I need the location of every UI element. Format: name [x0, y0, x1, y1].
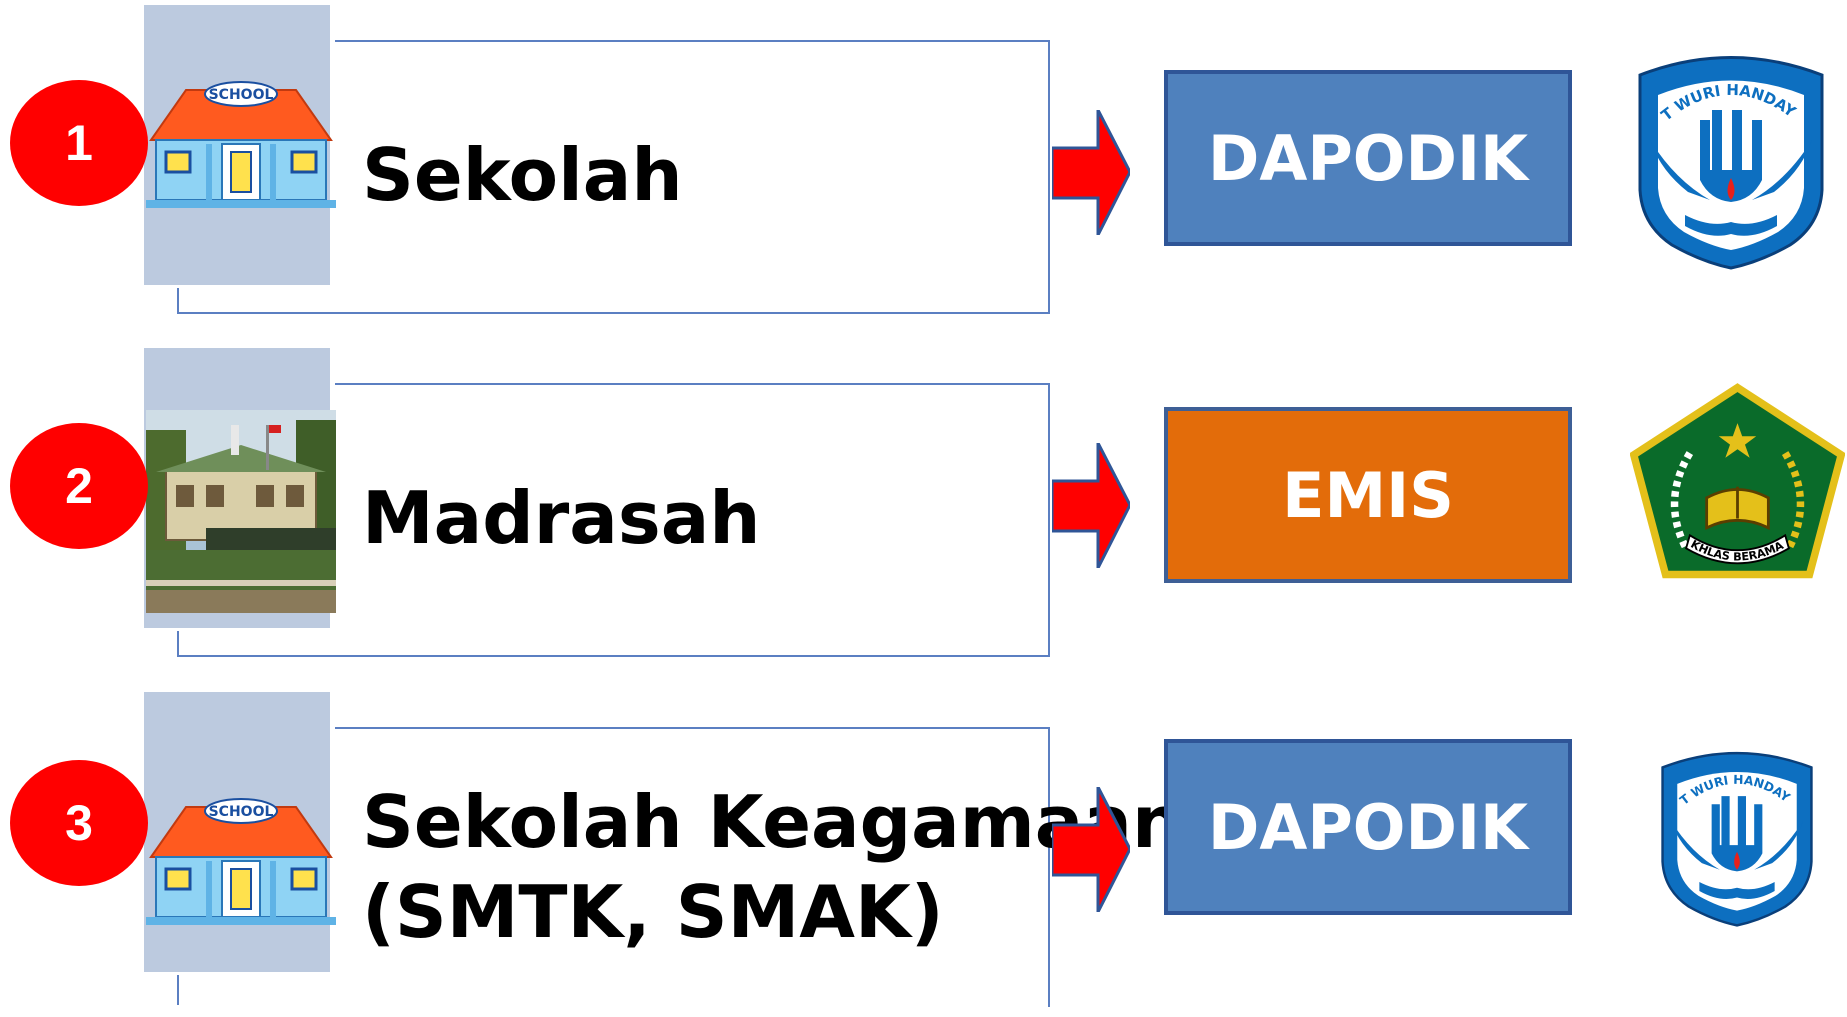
- kementerian-agama-logo: IKHLAS BERAMAL: [1630, 379, 1845, 585]
- tut-wuri-handayani-logo: TUT WURI HANDAYANI: [1620, 50, 1824, 270]
- tut-wuri-handayani-logo: TUT WURI HANDAYANI: [1641, 747, 1813, 927]
- frame-bottom-edge: [177, 655, 1050, 657]
- school-building-icon: [146, 80, 336, 210]
- school-building-icon: [146, 797, 336, 927]
- frame-left-edge: [177, 975, 179, 1005]
- arrow-right-icon: [1052, 110, 1130, 235]
- frame-top-edge: [335, 383, 1050, 385]
- badge-number: 1: [65, 115, 93, 171]
- label-line: (SMTK, SMAK): [362, 870, 944, 954]
- badge-number: 3: [65, 795, 93, 851]
- row-sekolah-keagamaan: 3 Sekolah Keagamaan (SMTK, SMAK) DAPODIK…: [0, 687, 1847, 1017]
- label-line: Sekolah: [362, 133, 683, 217]
- system-box-dapodik: DAPODIK: [1164, 70, 1572, 246]
- frame-right-edge: [1048, 383, 1050, 657]
- system-name: EMIS: [1282, 458, 1454, 532]
- frame-top-edge: [335, 727, 1050, 729]
- frame-bottom-edge: [177, 312, 1050, 314]
- arrow-right-icon: [1052, 787, 1130, 912]
- madrasah-building-photo: [146, 410, 336, 613]
- system-name: DAPODIK: [1207, 790, 1529, 864]
- frame-left-edge: [177, 631, 179, 657]
- number-badge: 2: [10, 423, 148, 549]
- system-box-dapodik: DAPODIK: [1164, 739, 1572, 915]
- school-type-label: Sekolah Keagamaan (SMTK, SMAK): [362, 777, 1183, 957]
- number-badge: 3: [10, 760, 148, 886]
- school-type-label: Sekolah: [362, 130, 683, 220]
- badge-number: 2: [65, 458, 93, 514]
- row-sekolah: 1 Sekolah DAPODIK TUT WURI HANDAYANI: [0, 0, 1847, 330]
- row-madrasah: 2 Madrasah EMIS IKHLAS BERAMAL: [0, 343, 1847, 673]
- frame-right-edge: [1048, 40, 1050, 314]
- arrow-right-icon: [1052, 443, 1130, 568]
- frame-left-edge: [177, 288, 179, 314]
- school-type-label: Madrasah: [362, 473, 761, 563]
- system-name: DAPODIK: [1207, 121, 1529, 195]
- label-line: Madrasah: [362, 476, 761, 560]
- frame-right-edge: [1048, 727, 1050, 1007]
- label-line: Sekolah Keagamaan: [362, 780, 1184, 864]
- frame-top-edge: [335, 40, 1050, 42]
- system-box-emis: EMIS: [1164, 407, 1572, 583]
- number-badge: 1: [10, 80, 148, 206]
